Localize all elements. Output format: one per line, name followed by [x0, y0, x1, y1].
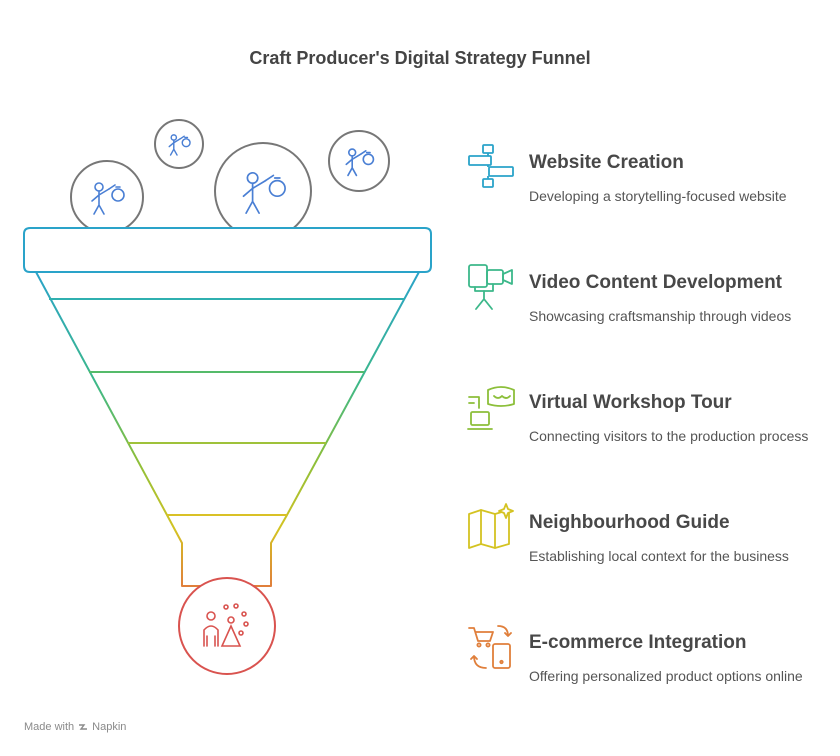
stage-title: Website Creation [529, 152, 684, 173]
input-bubble-3 [214, 142, 312, 240]
stage-description: Showcasing craftsmanship through videos [529, 308, 792, 324]
stage-description: Offering personalized product options on… [529, 668, 803, 684]
person-cycle-icon [203, 603, 249, 647]
funnel-rim [23, 227, 432, 273]
footer-prefix: Made with [24, 721, 75, 733]
funnel-body [35, 271, 420, 587]
stage-description: Connecting visitors to the production pr… [529, 428, 809, 444]
cart-phone-icon [468, 625, 512, 669]
stage-description: Establishing local context for the busin… [529, 548, 789, 564]
footer-credit[interactable]: Made with Napkin [24, 721, 126, 733]
traveler-icon [242, 171, 286, 214]
video-camera-icon [468, 264, 513, 310]
stage-description: Developing a storytelling-focused websit… [529, 188, 787, 204]
traveler-icon [168, 134, 191, 156]
flowchart-icon [468, 144, 514, 188]
page-title: Craft Producer's Digital Strategy Funnel [249, 48, 591, 68]
stage-title: Virtual Workshop Tour [529, 392, 732, 413]
input-bubble-1 [70, 160, 144, 234]
stage-title: Neighbourhood Guide [529, 512, 730, 533]
stage-title: Video Content Development [529, 272, 783, 293]
outcome-circle [178, 577, 276, 675]
traveler-icon [91, 182, 125, 215]
input-bubble-2 [154, 119, 204, 169]
input-bubble-4 [328, 130, 390, 192]
stage-title: E-commerce Integration [529, 632, 747, 653]
map-sparkle-icon [468, 503, 514, 549]
footer-brand: Napkin [92, 721, 127, 733]
traveler-icon [345, 148, 375, 177]
vr-headset-icon [467, 386, 515, 430]
napkin-logo-icon [79, 724, 88, 730]
